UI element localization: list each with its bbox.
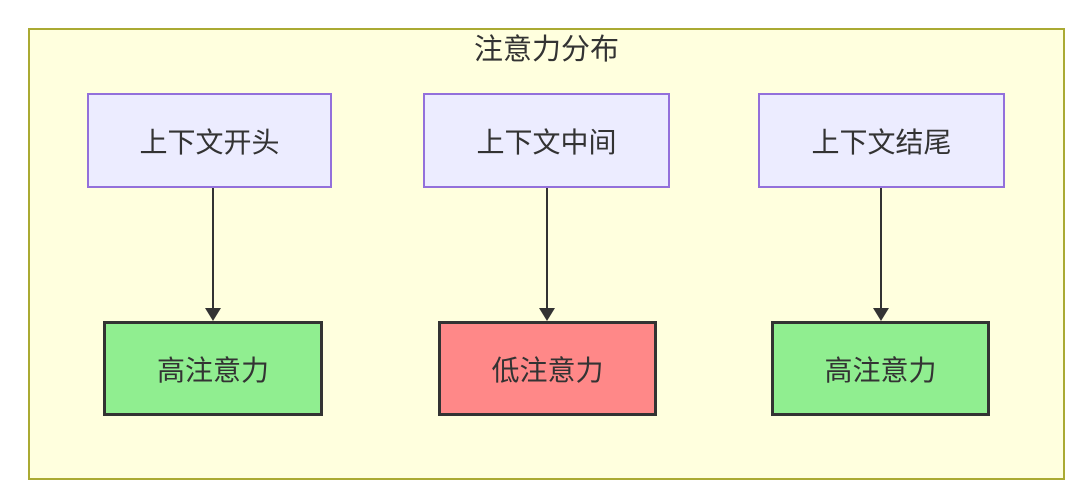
node-high-attention-right: 高注意力	[771, 321, 990, 416]
arrow-context-start-to-high-attention	[205, 188, 221, 321]
arrowhead-icon	[205, 308, 221, 321]
arrow-context-middle-to-low-attention	[539, 188, 555, 321]
arrow-line	[212, 188, 214, 308]
node-high-attention-right-label: 高注意力	[824, 354, 937, 386]
attention-distribution-subgraph: 注意力分布 上下文开头 上下文中间 上下文结尾 高注意力 低注意力	[28, 28, 1065, 480]
node-context-end-label: 上下文结尾	[811, 126, 952, 158]
node-context-middle-label: 上下文中间	[476, 126, 617, 158]
node-context-start-label: 上下文开头	[139, 126, 280, 158]
node-high-attention-left-label: 高注意力	[156, 354, 269, 386]
node-context-middle: 上下文中间	[423, 93, 670, 188]
node-high-attention-left: 高注意力	[103, 321, 323, 416]
arrowhead-icon	[873, 308, 889, 321]
arrow-line	[546, 188, 548, 308]
arrow-line	[880, 188, 882, 308]
node-context-start: 上下文开头	[87, 93, 332, 188]
arrowhead-icon	[539, 308, 555, 321]
node-context-end: 上下文结尾	[758, 93, 1005, 188]
arrow-context-end-to-high-attention	[873, 188, 889, 321]
node-low-attention-middle-label: 低注意力	[491, 354, 604, 386]
node-low-attention-middle: 低注意力	[438, 321, 657, 416]
diagram-title: 注意力分布	[473, 34, 619, 66]
